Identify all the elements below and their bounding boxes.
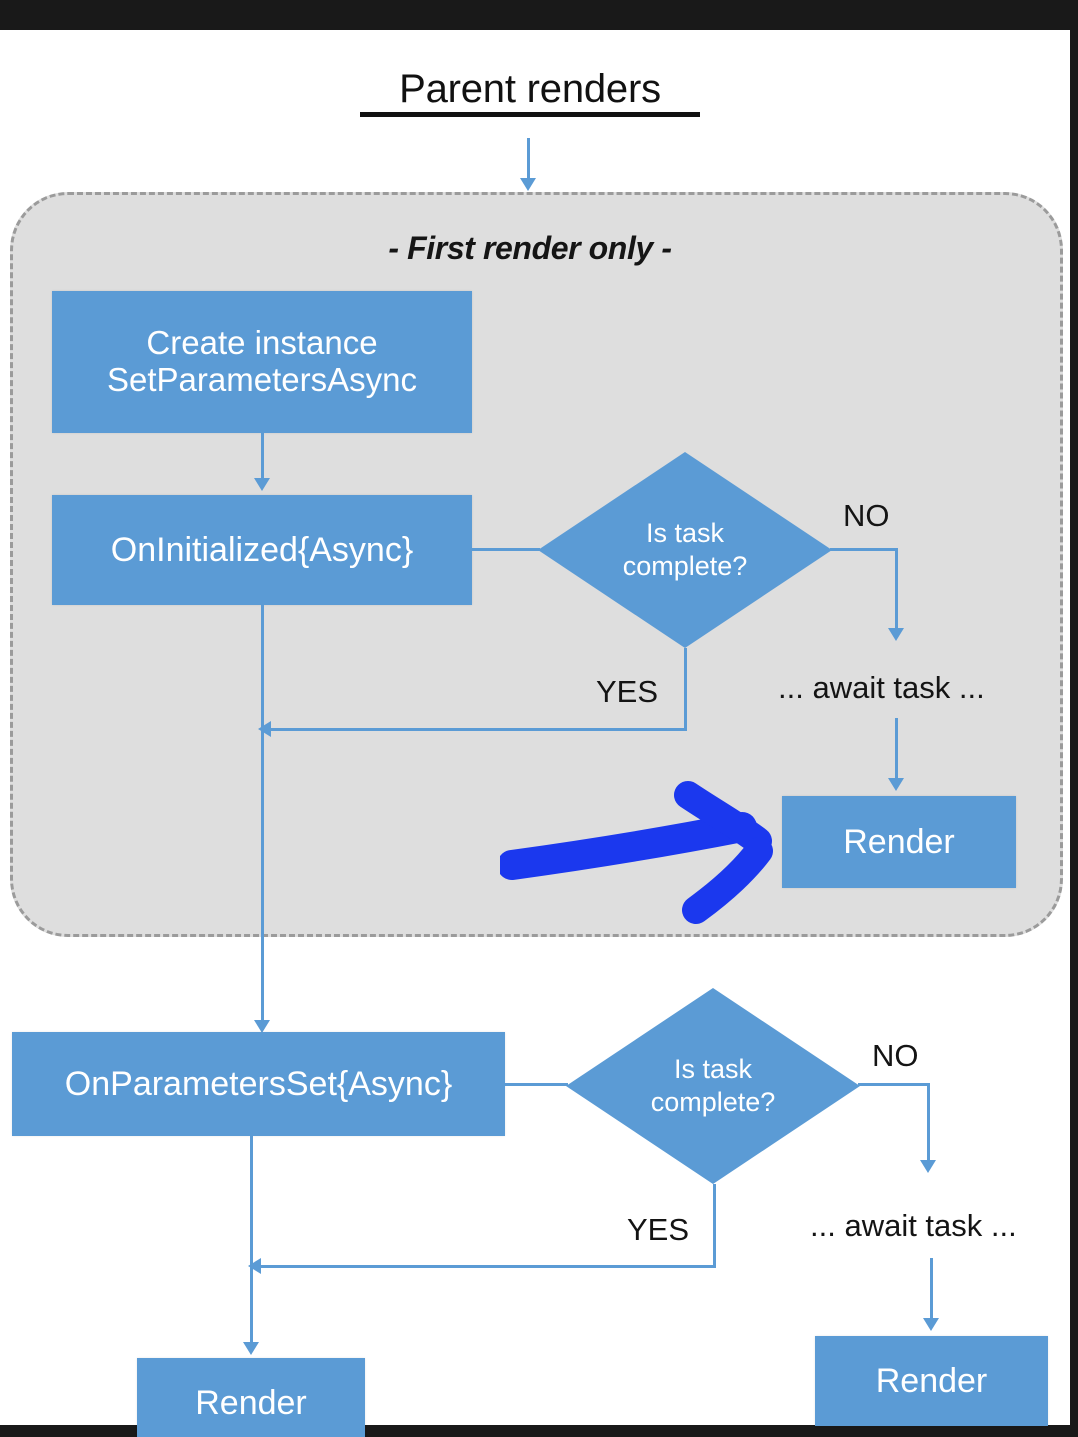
first-render-panel-title: - First render only - [388, 230, 672, 266]
slide-page: Parent renders - First render only - Cre… [0, 30, 1070, 1437]
render-box-bottom-left[interactable]: Render [137, 1358, 365, 1437]
connector-onparametersset-to-render [250, 1136, 253, 1348]
arrowhead-title-to-panel [520, 178, 536, 191]
connector-onparametersset-to-decision [505, 1083, 568, 1086]
arrowhead-decision1-yes [258, 721, 271, 737]
diamond-shape-icon [538, 452, 832, 648]
arrowhead-decision2-no [920, 1160, 936, 1173]
decision-2-no-label: NO [872, 1038, 919, 1073]
connector-decision2-yes-horizontal [258, 1265, 716, 1268]
create-instance-line1: Create instance [146, 324, 378, 362]
arrowhead-await1-to-render [888, 778, 904, 791]
connector-decision2-no-horizontal [858, 1083, 930, 1086]
await-task-label-1: ... await task ... [778, 670, 985, 705]
create-instance-line2: SetParametersAsync [107, 361, 417, 398]
render-box-bottom-right-label: Render [875, 1361, 988, 1400]
decision-1-yes-label: YES [596, 674, 659, 709]
connector-oninitialized-to-decision [472, 548, 540, 551]
on-parameters-set-label: OnParametersSet{Async} [64, 1064, 453, 1103]
decision-1-no-label: NO [843, 498, 890, 533]
arrowhead-onparametersset-to-render [243, 1342, 259, 1355]
connector-create-to-oninitialized [261, 433, 264, 481]
connector-decision1-yes-horizontal [268, 728, 687, 731]
on-parameters-set-box[interactable]: OnParametersSet{Async} [12, 1032, 505, 1136]
decision-is-task-complete-1[interactable]: Is task complete? [538, 452, 832, 648]
arrowhead-await2-to-render [923, 1318, 939, 1331]
page-title: Parent renders [360, 68, 700, 117]
render-box-first-render-label: Render [843, 822, 955, 861]
decision-2-yes-label: YES [627, 1212, 690, 1247]
connector-title-to-panel [527, 138, 530, 182]
diamond-shape-icon [566, 988, 860, 1184]
connector-await2-to-render [930, 1258, 933, 1320]
arrowhead-create-to-oninitialized [254, 478, 270, 491]
decision-is-task-complete-2[interactable]: Is task complete? [566, 988, 860, 1184]
connector-oninitialized-to-onparametersset [261, 605, 264, 1030]
connector-decision1-yes-vertical [684, 648, 687, 730]
render-box-bottom-left-label: Render [195, 1383, 307, 1422]
on-initialized-box[interactable]: OnInitialized{Async} [52, 495, 472, 605]
connector-decision1-no-horizontal [830, 548, 898, 551]
render-box-bottom-right[interactable]: Render [815, 1336, 1048, 1426]
connector-await1-to-render [895, 718, 898, 780]
arrowhead-decision1-no [888, 628, 904, 641]
on-initialized-label: OnInitialized{Async} [110, 530, 414, 569]
connector-decision2-yes-vertical [713, 1184, 716, 1267]
create-instance-box[interactable]: Create instance SetParametersAsync [52, 291, 472, 433]
connector-decision1-no-vertical [895, 548, 898, 632]
connector-decision2-no-vertical [927, 1083, 930, 1164]
render-box-first-render[interactable]: Render [782, 796, 1016, 888]
arrowhead-oninitialized-to-onparametersset [254, 1020, 270, 1033]
await-task-label-2: ... await task ... [810, 1208, 1017, 1243]
blue-arrow-annotation-icon [500, 781, 773, 924]
